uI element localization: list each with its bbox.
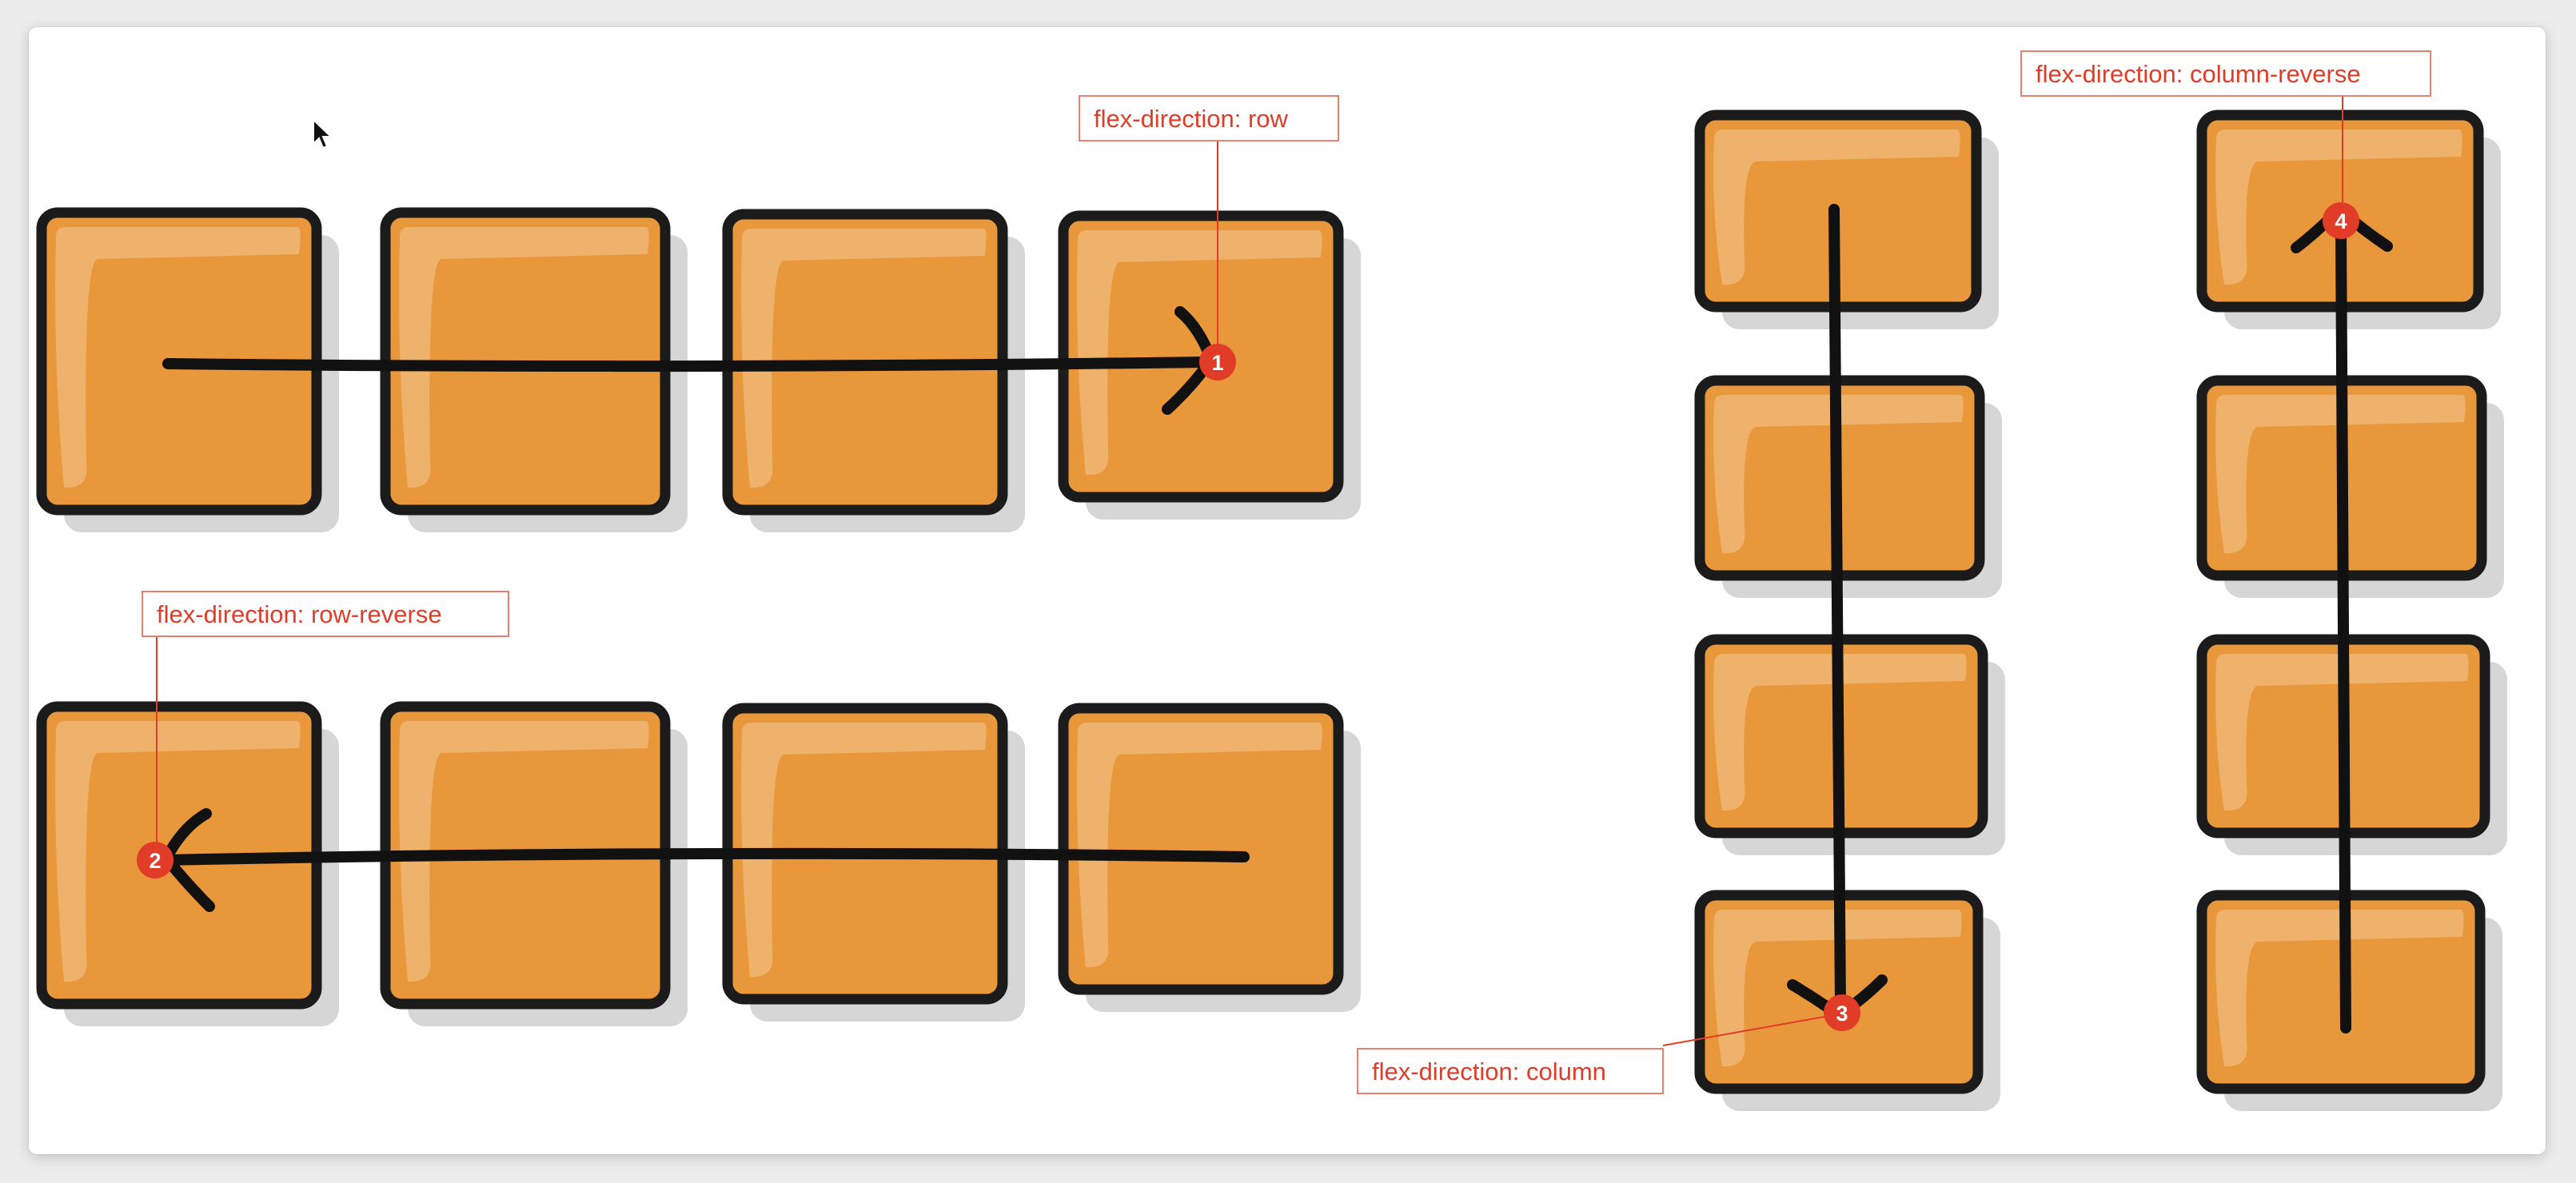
- annotation-row-reverse: flex-direction: row-reverse 2: [137, 591, 509, 878]
- annotation-column: flex-direction: column 3: [1357, 994, 1860, 1094]
- annotation-column-box: [1357, 1048, 1664, 1094]
- annotation-leaders: [156, 96, 2343, 1046]
- badge-2-circle: [137, 842, 173, 878]
- mouse-pointer-icon: [313, 118, 333, 149]
- badge-3: 3: [1824, 994, 1860, 1031]
- annotation-row-label: flex-direction: row: [1094, 105, 1289, 133]
- flex-item-row-reverse-4: [1058, 703, 1361, 1012]
- badge-3-circle: [1824, 994, 1860, 1031]
- badge-1-circle: [1199, 344, 1236, 380]
- annotation-row-reverse-box: [142, 591, 509, 637]
- leader-column: [1662, 1016, 1825, 1046]
- flex-item-column-reverse-4: [2196, 890, 2502, 1111]
- flex-item-column-2: [1694, 375, 2002, 598]
- annotation-row: flex-direction: row 1: [1079, 95, 1339, 380]
- flex-item-row-3: [722, 209, 1025, 532]
- flex-item-column-reverse-2: [2196, 375, 2504, 598]
- annotation-row-reverse-label: flex-direction: row-reverse: [157, 600, 442, 628]
- flex-item-row-reverse-2: [380, 701, 688, 1026]
- flex-item-row-reverse-1: [36, 701, 339, 1026]
- annotation-row-box: [1079, 95, 1339, 141]
- annotation-column-reverse-box: [2020, 50, 2431, 97]
- badge-1: 1: [1199, 344, 1236, 380]
- badge-1-number: 1: [1211, 351, 1223, 375]
- annotation-column-reverse: flex-direction: column-reverse 4: [2020, 50, 2431, 239]
- badge-2-number: 2: [149, 849, 161, 873]
- flex-item-row-reverse-3: [722, 703, 1025, 1022]
- flex-item-column-3: [1694, 634, 2005, 855]
- flex-item-row-2: [380, 207, 688, 532]
- flex-item-column-reverse-3: [2196, 634, 2507, 855]
- badge-4-number: 4: [2335, 209, 2347, 233]
- badge-3-number: 3: [1836, 1002, 1848, 1026]
- flex-item-column-1: [1694, 110, 1999, 329]
- flex-item-row-1: [36, 207, 339, 532]
- badge-4-circle: [2323, 202, 2359, 239]
- badge-2: 2: [137, 842, 173, 878]
- badge-4: 4: [2323, 202, 2359, 239]
- annotation-column-reverse-label: flex-direction: column-reverse: [2036, 60, 2361, 88]
- annotation-column-label: flex-direction: column: [1372, 1058, 1606, 1085]
- direction-arrows: [159, 204, 2393, 1034]
